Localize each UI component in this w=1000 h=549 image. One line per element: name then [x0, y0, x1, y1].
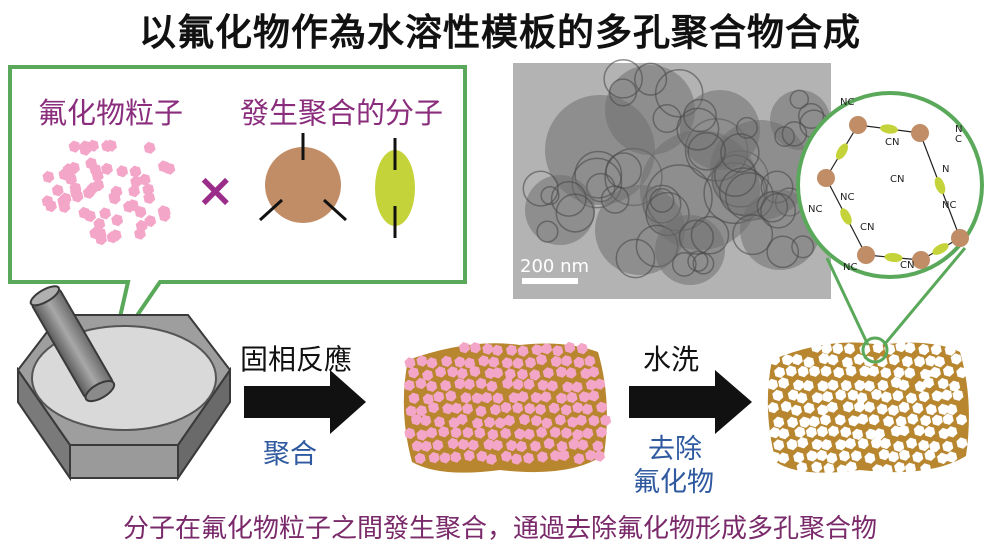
structure-label: CN	[900, 260, 914, 271]
fluoride-particle-cluster	[41, 139, 176, 246]
remove-label: 去除	[648, 434, 702, 465]
structure-label: NC	[808, 204, 822, 215]
times-symbol: ×	[196, 163, 235, 217]
structure-label: NC	[840, 192, 854, 203]
structure-label: NC	[843, 262, 857, 273]
scale-bar-label: 200 nm	[520, 256, 590, 277]
structure-label: C	[955, 134, 962, 145]
caption: 分子在氟化物粒子之間發生聚合，通過去除氟化物形成多孔聚合物	[122, 514, 877, 544]
fluoride-label: 氟化物	[633, 467, 714, 498]
arrow-water-wash	[629, 370, 752, 434]
structure-label: CN	[885, 137, 899, 148]
tem-micrograph	[513, 59, 831, 299]
solid-phase-reaction-label: 固相反應	[240, 343, 353, 376]
arrow-solid-reaction	[244, 370, 366, 434]
structure-label: NC	[840, 97, 854, 108]
structure-label: CN	[860, 222, 874, 233]
structure-label: N	[942, 164, 949, 175]
mortar-and-pestle	[16, 285, 232, 482]
brown-molecule	[258, 133, 348, 223]
water-wash-label: 水洗	[643, 343, 700, 376]
zoom-spot	[861, 336, 889, 364]
polymerization-label: 聚合	[263, 439, 317, 470]
page-title: 以氟化物作為水溶性模板的多孔聚合物合成	[139, 11, 861, 54]
structure-label: N	[955, 124, 962, 135]
linker-molecule	[375, 138, 415, 238]
structure-label: NC	[942, 200, 956, 211]
structure-label: CN	[890, 174, 904, 185]
polymerizing-molecules-label: 發生聚合的分子	[240, 96, 444, 130]
fluoride-particles-label: 氟化物粒子	[38, 96, 184, 130]
composite-blob	[403, 341, 612, 473]
scale-bar	[522, 278, 578, 284]
